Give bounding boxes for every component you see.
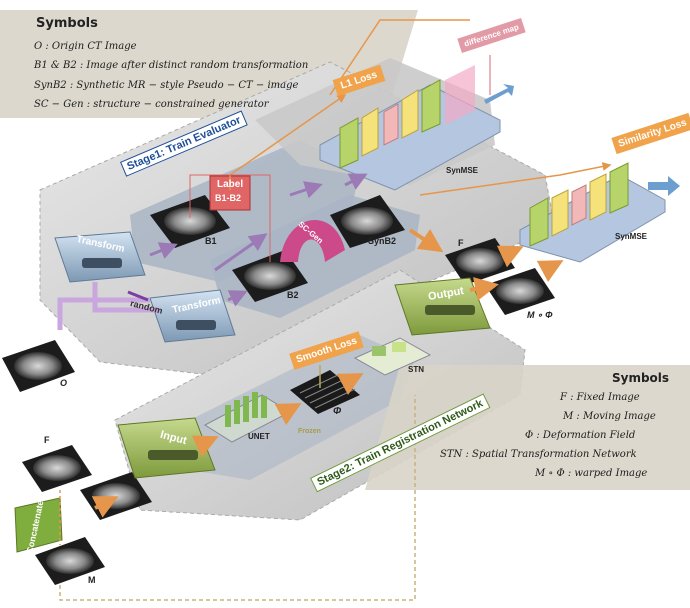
symbols-bottom-title: Symbols [612,371,670,385]
label-box-sub: B1-B2 [215,193,242,203]
f-left-label: F [44,435,50,445]
mphi-right-label: M ∘ Φ [527,310,553,320]
label-box-title: Label [217,179,244,190]
symbols-bottom-line-1: F : Fixed Image [560,392,640,403]
ct-image-f-left [22,445,92,492]
symbols-bottom-line-5: M ∘ Φ : warped Image [535,468,648,479]
synmse-1-label: SynMSE [446,166,479,175]
frozen-label: Frozen [298,428,321,435]
synmse-evaluator-1 [319,65,514,191]
transform-block-1 [54,231,146,283]
output-block [394,277,491,336]
phi-label: Φ [333,406,342,417]
stn-label: STN [408,365,424,374]
symbols-top-line-3: SynB2 : Synthetic MR − style Pseudo − CT… [34,80,299,91]
ct-image-b2 [232,250,308,302]
m-left-label: M [88,575,96,585]
stn-block [353,337,432,376]
symbols-top-line-2: B1 & B2 : Image after distinct random tr… [34,60,309,71]
unet-label: UNET [248,432,270,441]
sc-gen-arc [280,220,345,262]
concatenate-block [14,497,63,553]
b2-label: B2 [287,290,299,300]
transform-block-2 [149,289,236,343]
symbols-top-line-4: SC − Gen : structure − constrained gener… [34,99,269,110]
origin-label: O [60,378,68,388]
input-block [117,417,216,479]
synmse-2-label: SynMSE [615,232,648,241]
symbols-bottom-line-2: M : Moving Image [563,411,656,422]
ct-image-origin [2,340,75,392]
connector-lines [57,19,612,601]
f-right-label: F [458,238,464,248]
ct-image-m-left [35,537,105,585]
synmse-evaluator-2 [519,162,680,263]
symbols-bottom-line-3: Φ : Deformation Field [525,430,636,441]
ct-image-b1 [150,195,230,248]
synb2-label: SynB2 [368,236,397,246]
b1-label: B1 [205,236,217,246]
symbols-bottom-line-4: STN : Spatial Transformation Network [440,449,637,460]
symbols-top-title: Symbols [36,16,98,31]
ct-image-synb2 [330,195,405,248]
unet-block [204,392,292,443]
symbols-panel-bottom [365,365,690,490]
ct-image-mphi-right [485,268,555,315]
symbols-top-line-1: O : Origin CT Image [34,41,137,52]
